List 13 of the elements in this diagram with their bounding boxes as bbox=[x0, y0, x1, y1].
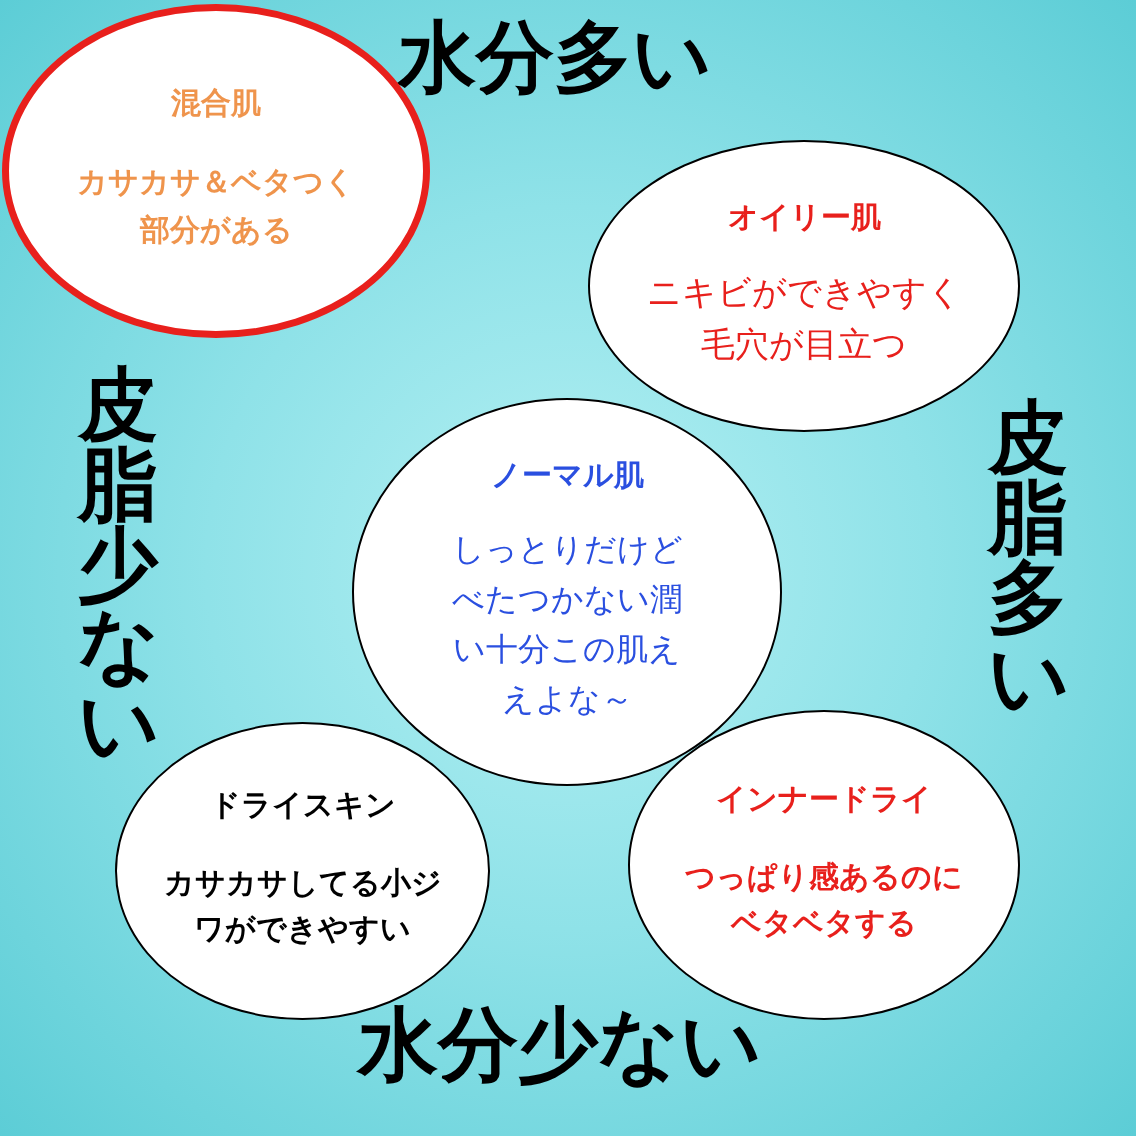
skin-type-title: ノーマル肌 bbox=[490, 460, 644, 490]
axis-label: 水分多い bbox=[398, 18, 712, 96]
skin-type-title: 混合肌 bbox=[171, 88, 261, 118]
skin-type-description: しっとりだけどべたつかない潤い十分この肌ええよな～ bbox=[450, 529, 684, 720]
skin-type-description: ニキビができやすく毛穴が目立つ bbox=[645, 271, 963, 366]
axis-label: 皮脂少ない bbox=[78, 365, 158, 765]
skin-type-description: カサカサ＆ベタつく部分がある bbox=[76, 163, 356, 249]
skin-type-title: ドライスキン bbox=[209, 790, 396, 820]
skin-type-description: カサカサしてる小ジワができやすい bbox=[162, 864, 443, 948]
axis-label: 皮脂多い bbox=[988, 398, 1068, 718]
skin-type-title: インナードライ bbox=[716, 784, 932, 814]
skin-type-title: オイリー肌 bbox=[727, 202, 881, 232]
skin-type-description: つっぱり感あるのにベタベタする bbox=[684, 858, 964, 942]
